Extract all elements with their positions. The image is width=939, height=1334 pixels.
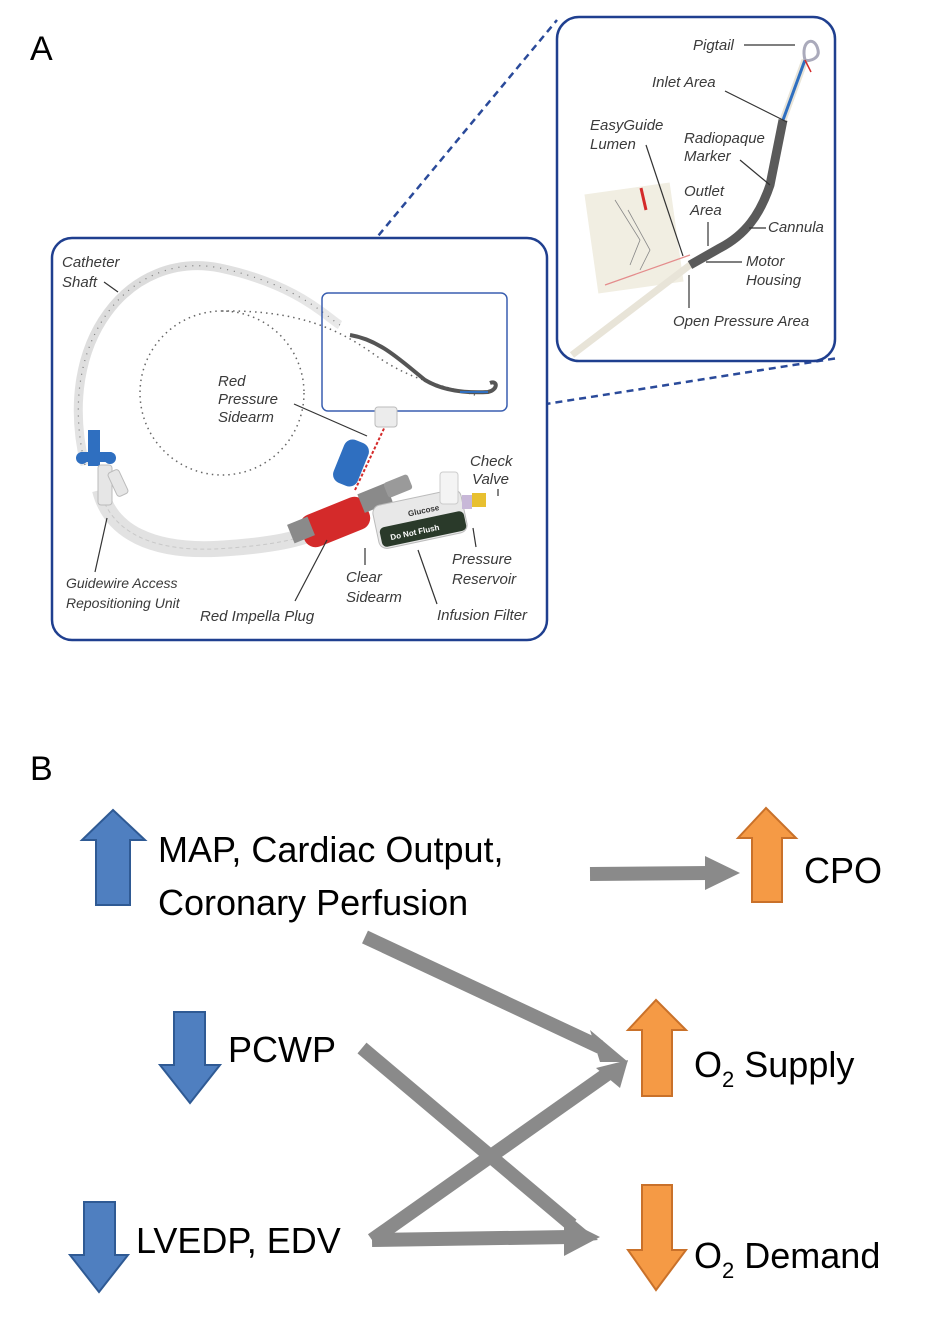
label-guidewire-1: Guidewire Access	[66, 575, 178, 591]
label-red-pressure-2: Pressure	[218, 391, 278, 408]
red-impella-plug	[287, 474, 413, 548]
device-overview-frame: Glucose Do Not Flush Catheter Shaft Red …	[50, 236, 549, 642]
edge-lvedp-to-o2supply-head	[596, 1060, 628, 1088]
infusion-filter: Glucose Do Not Flush	[372, 471, 486, 549]
label-red-impella-plug: Red Impella Plug	[200, 608, 315, 625]
node-map-line1: MAP, Cardiac Output,	[158, 829, 504, 870]
label-easyguide-1: EasyGuide	[590, 117, 663, 134]
node-o2-supply: O2 Supply	[694, 1044, 854, 1092]
panel-b-letter: B	[30, 750, 53, 788]
edge-lvedp-to-o2demand-head	[564, 1219, 600, 1256]
edge-pcwp-to-o2demand	[357, 1042, 577, 1231]
label-infusion-filter: Infusion Filter	[437, 607, 528, 624]
label-pressure-reservoir-1: Pressure	[452, 551, 512, 568]
zoom-box	[321, 292, 508, 412]
blue-hub	[76, 430, 116, 466]
label-pigtail: Pigtail	[693, 37, 735, 54]
arrow-up-cpo-icon	[735, 806, 799, 903]
zoom-line-bottom	[507, 356, 839, 412]
label-open-pressure: Open Pressure Area	[673, 313, 809, 330]
arrow-down-pcwp-icon	[157, 1011, 223, 1105]
label-pressure-reservoir-2: Reservoir	[452, 571, 517, 588]
label-check-valve-2: Valve	[472, 471, 509, 488]
label-check-valve-1: Check	[470, 453, 514, 470]
edge-lvedp-to-o2demand	[371, 1230, 571, 1247]
label-catheter-shaft-1: Catheter	[62, 254, 121, 271]
pigtail	[802, 39, 820, 62]
edge-map-to-o2supply-head	[590, 1030, 628, 1062]
edge-lvedp-to-o2supply	[367, 1066, 615, 1246]
pump-detail-inset: Pigtail Inlet Area EasyGuide Lumen Radio…	[555, 15, 837, 363]
panel-a-letter: A	[30, 30, 53, 68]
label-outlet-2: Area	[689, 202, 722, 219]
node-o2-demand: O2 Demand	[694, 1235, 880, 1283]
label-clear-sidearm-1: Clear	[346, 569, 383, 586]
arrow-up-o2supply-icon	[625, 998, 689, 1097]
label-inlet-area: Inlet Area	[652, 74, 716, 91]
label-motor-1: Motor	[746, 253, 785, 270]
easyguide-card	[584, 182, 684, 294]
arrow-down-lvedp-icon	[67, 1201, 131, 1294]
edge-map-to-o2supply	[362, 930, 603, 1054]
pump-tip	[349, 333, 498, 395]
node-lvedp: LVEDP, EDV	[136, 1220, 341, 1261]
label-catheter-shaft-2: Shaft	[62, 274, 98, 291]
label-outlet-1: Outlet	[684, 183, 725, 200]
label-guidewire-2: Repositioning Unit	[66, 595, 181, 611]
node-map-line2: Coronary Perfusion	[158, 882, 468, 923]
pressure-transducer	[333, 439, 369, 487]
label-red-pressure-3: Sidearm	[218, 409, 274, 426]
node-pcwp: PCWP	[228, 1029, 336, 1070]
label-radiopaque-1: Radiopaque	[684, 130, 765, 147]
label-cannula: Cannula	[768, 219, 824, 236]
label-motor-2: Housing	[746, 272, 802, 289]
flow-connectors	[357, 856, 740, 1256]
arrow-up-map-icon	[79, 808, 148, 906]
label-easyguide-2: Lumen	[590, 136, 636, 153]
label-clear-sidearm-2: Sidearm	[346, 589, 402, 606]
node-cpo: CPO	[804, 850, 882, 891]
edge-map-to-cpo	[589, 866, 711, 881]
label-radiopaque-2: Marker	[684, 148, 732, 165]
label-red-pressure-1: Red	[218, 373, 246, 390]
arrow-down-o2demand-icon	[626, 1184, 688, 1292]
edge-map-to-cpo-head	[705, 856, 740, 890]
